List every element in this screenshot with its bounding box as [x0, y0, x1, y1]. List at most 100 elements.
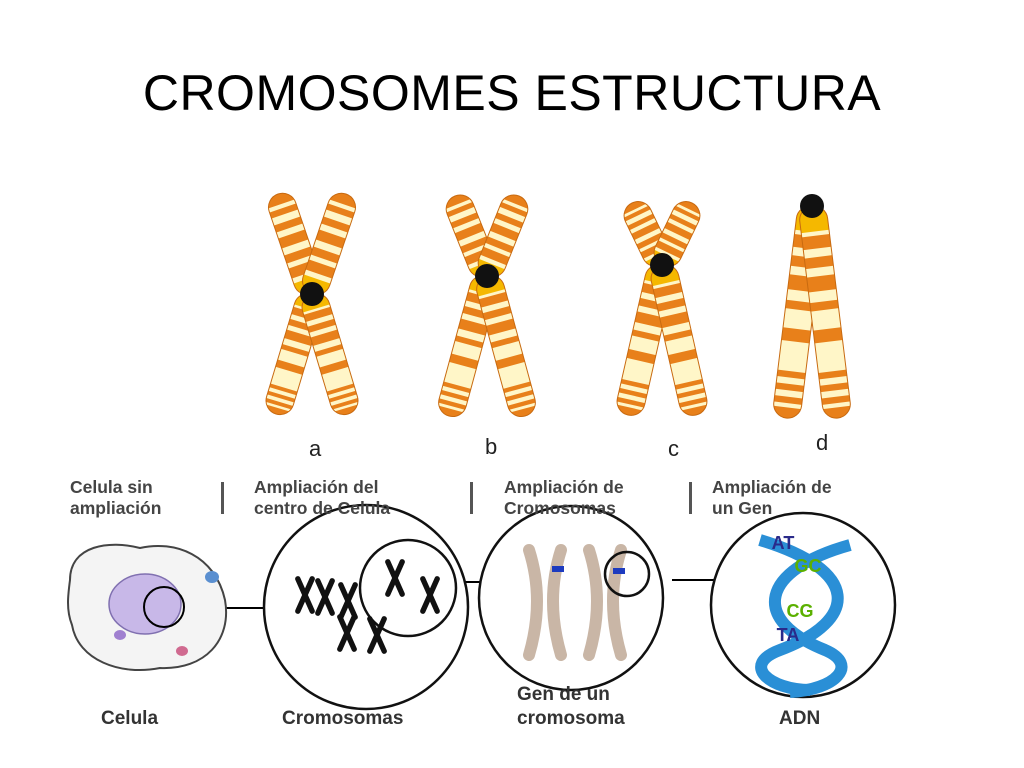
slide-title: CROMOSOMES ESTRUCTURA — [142, 65, 882, 121]
header-chromosome-zoom: Ampliación de Cromosomas — [504, 477, 624, 519]
chromosome-band — [658, 231, 689, 250]
header-gene-zoom: Ampliación de un Gen — [712, 477, 832, 519]
chromosome-types-group — [262, 189, 852, 420]
zoom-circle — [143, 586, 185, 628]
chromosome-band — [481, 305, 513, 321]
chromosome-band — [325, 383, 356, 396]
chromosome-band — [673, 378, 705, 390]
organelle — [176, 646, 188, 656]
chromosome-band — [652, 282, 684, 299]
header-line: centro de Celula — [254, 498, 391, 518]
chromosome-band — [780, 327, 812, 344]
chromatid-body — [302, 293, 358, 415]
chromosome-band — [635, 231, 666, 250]
header-line: un Gen — [712, 498, 773, 518]
chromosome-band — [617, 387, 649, 399]
chromosome-band — [449, 212, 480, 229]
chromosome-band — [820, 394, 852, 405]
zoom-circle-dna — [709, 511, 897, 699]
chromosome-label-c: c — [668, 436, 679, 461]
centromere — [300, 282, 324, 306]
dna-base-pair: CG — [787, 601, 814, 621]
zoom-circle-inner — [358, 538, 458, 638]
chromosome-band — [803, 255, 835, 270]
chromosome-band — [437, 398, 468, 411]
header-cell-center-zoom: Ampliación del centro de Celula — [254, 477, 390, 519]
chromosome-band — [504, 389, 535, 402]
chromosome-band — [277, 229, 310, 249]
chromosome-band — [805, 274, 838, 293]
chromosome-band — [268, 383, 299, 396]
chromosome — [614, 196, 710, 419]
label-line: cromosoma — [517, 708, 625, 729]
chromosome-band — [330, 397, 360, 410]
chromosome-band — [677, 396, 709, 408]
chromosome-band — [800, 233, 833, 251]
chromosome-band — [439, 389, 470, 402]
centromere — [650, 253, 674, 277]
mini-chromosome — [315, 578, 335, 616]
chromosome-band — [776, 369, 807, 380]
chromosome-band — [324, 203, 356, 219]
header-separator — [221, 482, 224, 514]
header-line: Cromosomas — [504, 498, 616, 518]
chromosome-band — [658, 311, 691, 329]
chromosome-band — [309, 329, 341, 347]
organelle — [114, 630, 126, 640]
mini-chromosome — [420, 576, 440, 614]
label-chromosomes: Cromosomas — [282, 708, 404, 729]
chromosome-band — [667, 348, 699, 365]
chromosome-band — [675, 387, 707, 399]
zoom-circle-small — [603, 550, 651, 598]
chromosome-band — [453, 335, 485, 349]
chromosome-band — [818, 382, 850, 393]
chromosome-band — [485, 318, 517, 336]
chromosome-band — [302, 306, 334, 323]
tan-chromosome — [523, 544, 567, 661]
chromatid-body — [476, 275, 536, 417]
chromosome-band — [494, 212, 525, 229]
zoom-circle-gene — [477, 504, 665, 692]
chromosome-label-a: a — [309, 436, 322, 461]
chromosome-band — [459, 236, 490, 254]
chromosome-band — [313, 343, 345, 358]
gene-band — [552, 566, 564, 572]
chromosome-band — [672, 205, 702, 222]
chromosome-band — [625, 348, 657, 365]
chromosome-band — [668, 213, 698, 231]
mini-chromosome — [338, 582, 358, 620]
chromosome-band — [448, 353, 480, 370]
chromosome-band — [264, 397, 294, 410]
chromosome-band — [619, 378, 651, 390]
centromere — [800, 194, 824, 218]
chromosome-band — [622, 205, 652, 222]
chromosome-band — [498, 201, 529, 218]
cell-illustration — [67, 543, 228, 672]
zoom-circle-chromosomes — [262, 503, 470, 711]
chromosome-band — [784, 299, 816, 312]
chromosome-band — [630, 329, 662, 342]
chromosome-band — [445, 201, 476, 218]
chromosome-label-b: b — [485, 434, 498, 459]
chromosome-band — [283, 329, 315, 347]
mini-chromosome — [337, 614, 357, 652]
dna-strand — [755, 534, 844, 696]
header-separator — [689, 482, 692, 514]
header-line: Ampliación de — [712, 477, 832, 497]
header-line: ampliación — [70, 498, 162, 518]
organelle — [205, 571, 219, 583]
chromosome-band — [453, 222, 485, 242]
chromosome-band — [309, 246, 341, 264]
dna-base-pair: TA — [777, 625, 800, 645]
dna-base-pair: GC — [795, 556, 822, 576]
chromosome-band — [304, 259, 337, 279]
chromosome-band — [484, 236, 515, 254]
tan-chromosome — [583, 544, 627, 661]
header-line: Celula sin — [70, 477, 153, 497]
header-line: Ampliación de — [504, 477, 624, 497]
chromosome-band — [662, 329, 694, 342]
chromosome-band — [626, 213, 656, 231]
chromosome-band — [772, 394, 804, 405]
